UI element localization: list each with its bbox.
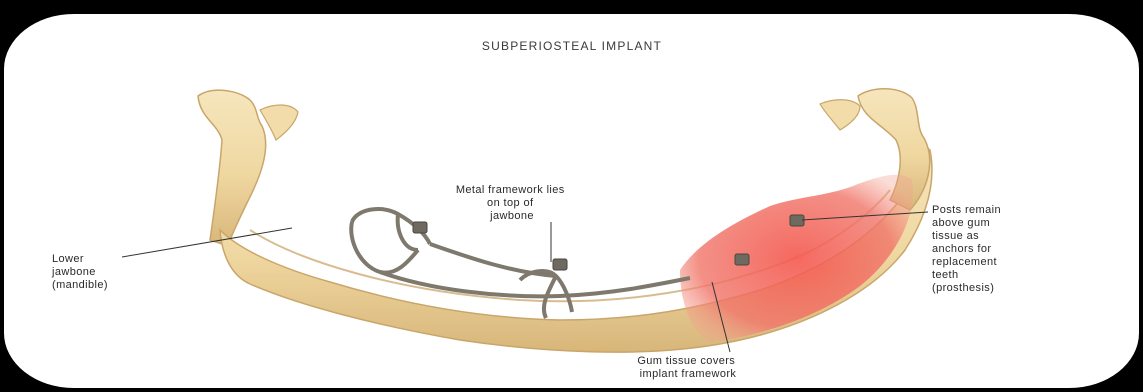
post-center xyxy=(553,259,567,270)
diagram-title: SUBPERIOSTEAL IMPLANT xyxy=(482,39,662,53)
label-gum-tissue: Gum tissue covers implant framework xyxy=(637,355,738,380)
post-right-upper xyxy=(790,215,804,226)
post-right-lower xyxy=(735,254,749,265)
post-left xyxy=(413,222,427,233)
